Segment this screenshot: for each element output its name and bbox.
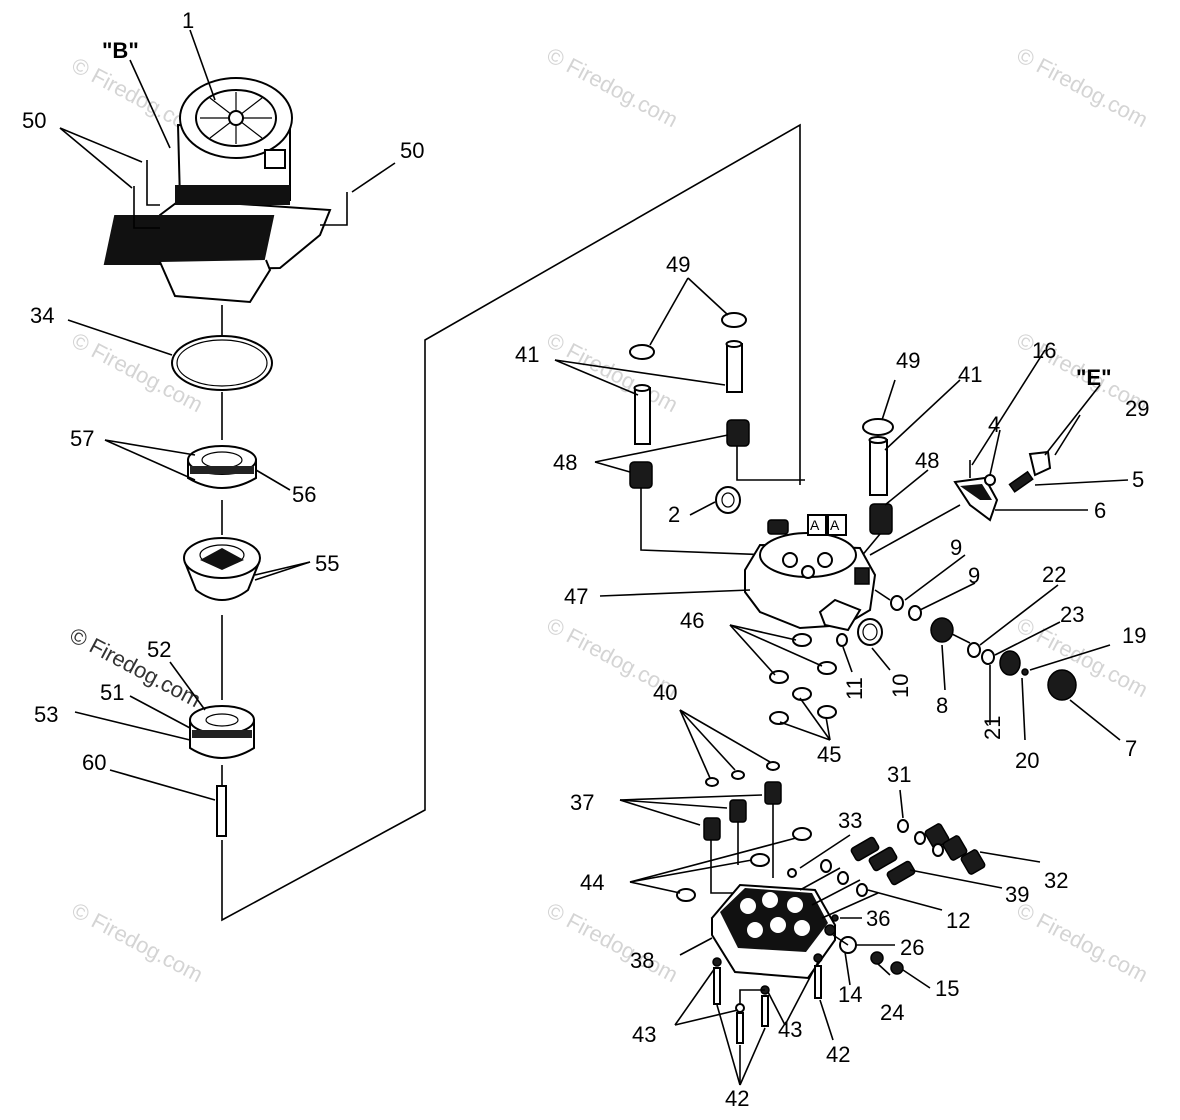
- callout-label: 2: [668, 502, 680, 527]
- o-ring-part: [676, 827, 812, 902]
- unloader-parts: [874, 589, 1077, 701]
- callout-label: 39: [1005, 882, 1029, 907]
- watermark: © Firedog.com: [68, 897, 207, 987]
- callout-label: 7: [1125, 736, 1137, 761]
- callout-label: 37: [570, 790, 594, 815]
- callout-label: 49: [666, 252, 690, 277]
- callout-label: 16: [1032, 338, 1056, 363]
- o-ring-part: [836, 633, 848, 647]
- wobble-plate-part: [183, 537, 261, 601]
- plug-part: [857, 618, 883, 646]
- thrust-bearing-part: [189, 705, 255, 759]
- callout-label: 46: [680, 608, 704, 633]
- callout-label: 55: [315, 551, 339, 576]
- leader-lines: [59, 29, 1129, 1086]
- watermark: © Firedog.com: [1013, 897, 1152, 987]
- callout-label: 41: [958, 362, 982, 387]
- callout-label: 14: [838, 982, 862, 1007]
- callout-label: 50: [22, 108, 46, 133]
- callout-label: 15: [935, 976, 959, 1001]
- callout-label: 57: [70, 426, 94, 451]
- piston-parts: [787, 819, 986, 919]
- lever-part: [869, 450, 1052, 556]
- callout-label: A: [830, 517, 840, 533]
- callout-label: 43: [632, 1022, 656, 1047]
- callout-label: 48: [915, 448, 939, 473]
- callout-label: 49: [896, 348, 920, 373]
- callout-label: 11: [842, 677, 867, 700]
- callout-label: 9: [950, 535, 962, 560]
- callout-label: 29: [1125, 396, 1149, 421]
- callout-label: 41: [515, 342, 539, 367]
- callout-labels: 1 "B" 50 50 34 57 56 55 52 51 53 60 49 4…: [22, 8, 1149, 1111]
- callout-label: 19: [1122, 623, 1146, 648]
- callout-label: 21: [980, 716, 1005, 740]
- callout-label: 9: [968, 563, 980, 588]
- assembly-line: [221, 123, 801, 922]
- watermark: © Firedog.com: [543, 897, 682, 987]
- motor-fins: [103, 215, 275, 265]
- screw-part: [133, 160, 348, 229]
- rod-part: [633, 340, 888, 496]
- pin-part: [216, 785, 227, 837]
- motor-part: [103, 77, 332, 304]
- washer-part: [769, 633, 837, 725]
- callout-label: 23: [1060, 602, 1084, 627]
- callout-label: 50: [400, 138, 424, 163]
- valve-part: [703, 781, 782, 841]
- callout-label: 26: [900, 935, 924, 960]
- callout-label: 42: [826, 1042, 850, 1067]
- bolt-parts: [712, 953, 823, 1044]
- callout-label: "E": [1076, 365, 1112, 390]
- seal-part: [715, 486, 741, 514]
- cap-part: [629, 312, 894, 436]
- callout-label: 33: [838, 808, 862, 833]
- callout-label: 20: [1015, 748, 1039, 773]
- plug-parts: [832, 934, 904, 975]
- callout-label: 31: [887, 762, 911, 787]
- manifold-part: [710, 883, 837, 980]
- o-ring-part: [171, 335, 273, 391]
- watermark: © Firedog.com: [543, 327, 682, 417]
- bearing-part: [187, 445, 257, 489]
- callout-label: 8: [936, 693, 948, 718]
- callout-label: 42: [725, 1086, 749, 1111]
- callout-label: 22: [1042, 562, 1066, 587]
- callout-label: 5: [1132, 467, 1144, 492]
- callout-label: 51: [100, 680, 124, 705]
- spring-part: [629, 419, 893, 535]
- callout-label: 53: [34, 702, 58, 727]
- callout-label: 10: [888, 674, 913, 698]
- callout-label: 24: [880, 1000, 904, 1025]
- callout-label: 60: [82, 750, 106, 775]
- callout-label: 34: [30, 303, 54, 328]
- pump-body-part: [744, 514, 877, 632]
- callout-label: 44: [580, 870, 604, 895]
- callout-label: 43: [778, 1017, 802, 1042]
- callout-label: 47: [564, 584, 588, 609]
- callout-label: 48: [553, 450, 577, 475]
- callout-label: 52: [147, 637, 171, 662]
- watermark: © Firedog.com: [1013, 42, 1152, 132]
- callout-label: 32: [1044, 868, 1068, 893]
- callout-label: 45: [817, 742, 841, 767]
- callout-label: 40: [653, 680, 677, 705]
- watermark: © Firedog.com: [543, 42, 682, 132]
- ball-part: [831, 914, 839, 922]
- callout-label: 1: [182, 8, 194, 33]
- callout-label: 4: [988, 412, 1000, 437]
- washer-part: [705, 761, 780, 787]
- callout-label: A: [810, 517, 820, 533]
- callout-label: 38: [630, 948, 654, 973]
- callout-label: 56: [292, 482, 316, 507]
- callout-label: 36: [866, 906, 890, 931]
- callout-label: 12: [946, 908, 970, 933]
- callout-label: "B": [102, 38, 139, 63]
- callout-label: 6: [1094, 498, 1106, 523]
